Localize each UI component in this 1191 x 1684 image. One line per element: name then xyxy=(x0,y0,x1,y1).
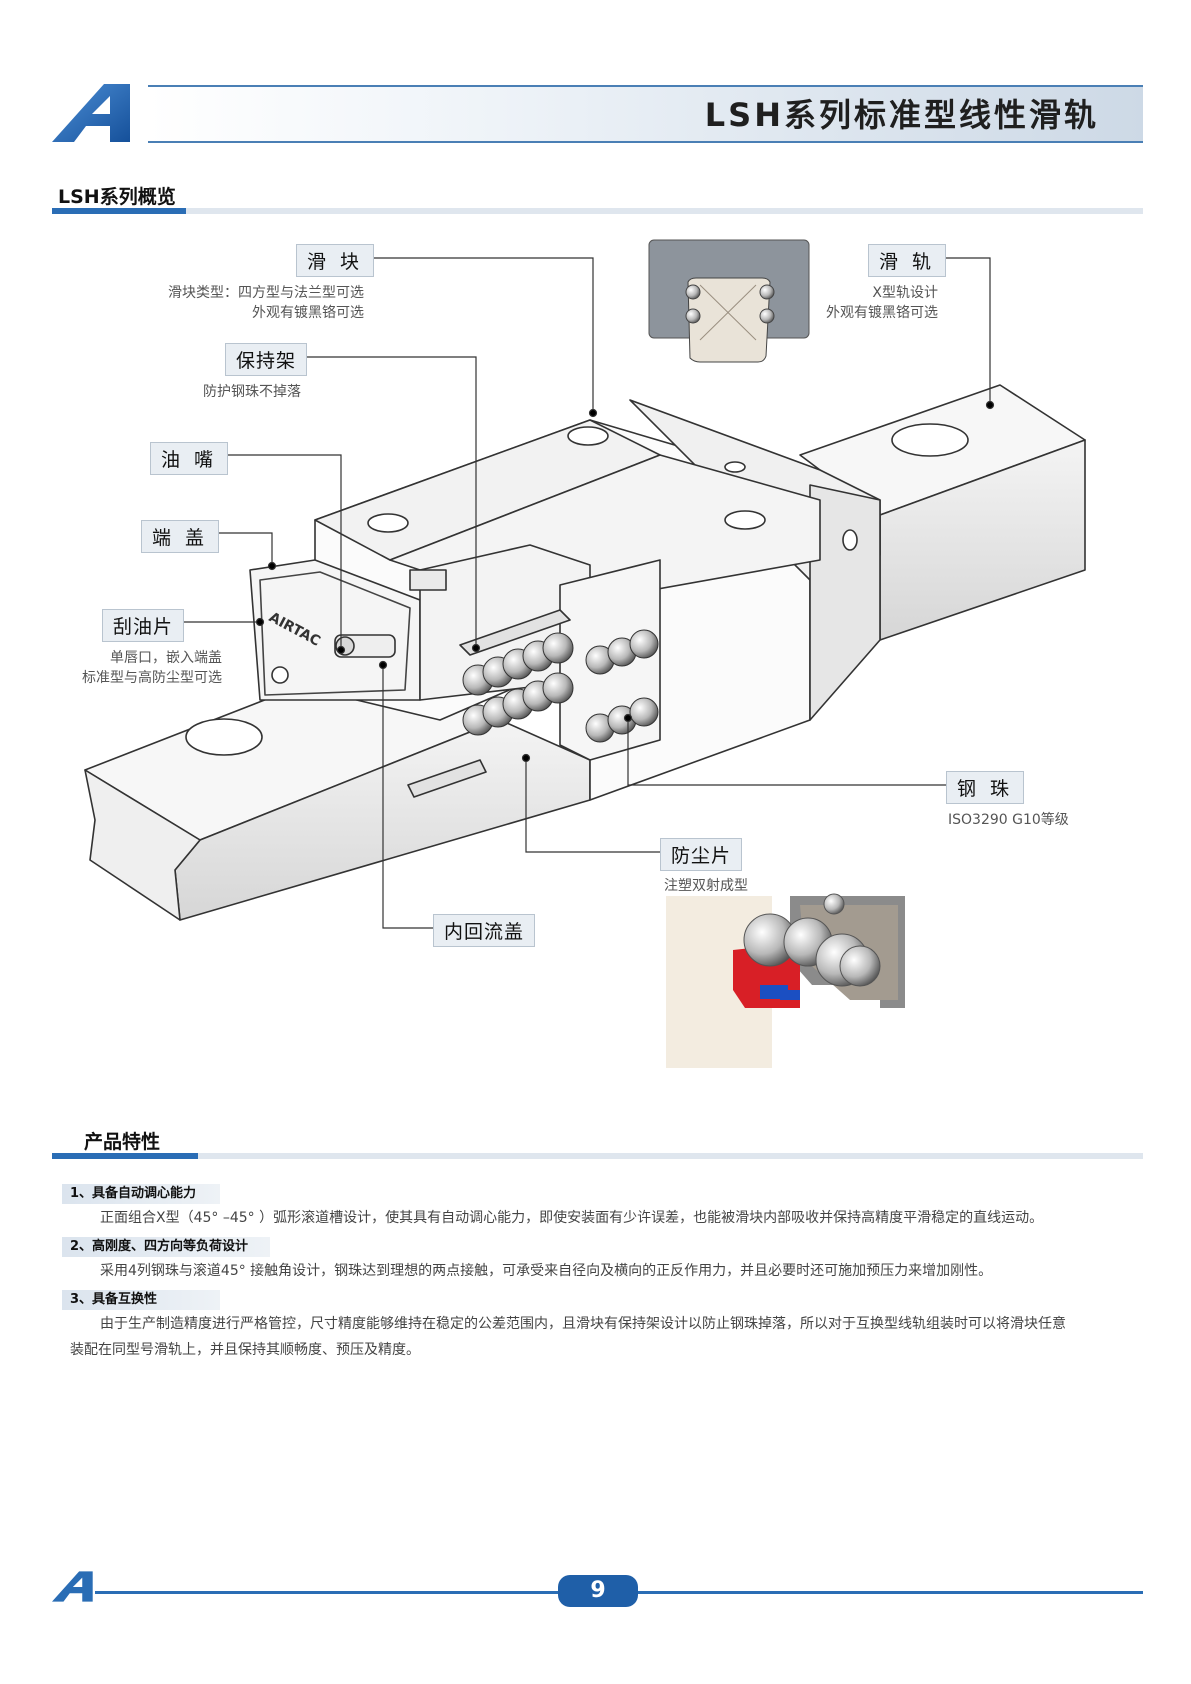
desc-dust-seal: 注塑双射成型 xyxy=(664,878,748,894)
leader-endcap xyxy=(203,532,273,566)
desc-scraper-1: 单唇口，嵌入端盖 xyxy=(110,650,222,666)
desc-slider-2: 外观有镀黑铬可选 xyxy=(252,305,364,321)
features-title: 产品特性 xyxy=(84,1131,161,1153)
feature-3-heading: 3、具备互换性 xyxy=(62,1290,220,1310)
dust-seal-detail-inset xyxy=(666,893,905,1068)
label-slider: 滑 块 xyxy=(296,244,375,277)
page-number: 9 xyxy=(558,1575,638,1607)
label-steel-balls: 钢 珠 xyxy=(946,771,1025,804)
overview-title: LSH系列概览 xyxy=(58,186,176,208)
leader-grease xyxy=(212,454,342,650)
desc-rail-2: 外观有镀黑铬可选 xyxy=(826,305,938,321)
feature-3-text-1: 由于生产制造精度进行严格管控，尺寸精度能够维持在稳定的公差范围内，且滑块有保持架… xyxy=(100,1316,1066,1332)
leader-retainer xyxy=(303,356,477,648)
desc-rail-1: X型轨设计 xyxy=(872,285,938,301)
feature-1-heading: 1、具备自动调心能力 xyxy=(62,1184,220,1204)
features-divider xyxy=(52,1153,1143,1159)
label-dust-seal: 防尘片 xyxy=(660,838,743,871)
leader-rail xyxy=(933,257,991,405)
desc-slider-1: 滑块类型：四方型与法兰型可选 xyxy=(168,285,364,301)
label-retainer: 保持架 xyxy=(225,343,308,376)
feature-2-text: 采用4列钢珠与滚道45° 接触角设计，钢珠达到理想的两点接触，可承受来自径向及横… xyxy=(100,1263,993,1279)
feature-2-heading: 2、高刚度、四方向等负荷设计 xyxy=(62,1237,270,1257)
overview-divider xyxy=(52,208,1143,214)
desc-scraper-2: 标准型与高防尘型可选 xyxy=(82,670,222,686)
brand-logo-icon xyxy=(52,84,130,142)
linear-guide-diagram: AIRTAC xyxy=(84,239,1086,1068)
header-bar: LSH系列标准型线性滑轨 xyxy=(148,85,1143,143)
desc-retainer: 防护钢珠不掉落 xyxy=(203,384,301,400)
feature-3-text-2: 装配在同型号滑轨上，并且保持其顺畅度、预压及精度。 xyxy=(70,1342,420,1358)
label-rail: 滑 轨 xyxy=(868,244,947,277)
feature-1-text: 正面组合X型（45° –45° ）弧形滚道槽设计，使其具有自动调心能力，即使安装… xyxy=(100,1210,1044,1226)
label-grease-nipple: 油 嘴 xyxy=(150,442,229,475)
leader-slider xyxy=(360,257,594,413)
desc-steel-balls: ISO3290 G10等级 xyxy=(948,812,1069,828)
rail-cross-section-inset xyxy=(648,239,810,363)
leader-balls xyxy=(627,718,946,786)
footer-logo-icon xyxy=(52,1571,93,1602)
leader-recirc xyxy=(382,665,433,929)
page-title: LSH系列标准型线性滑轨 xyxy=(704,96,1099,134)
label-scraper: 刮油片 xyxy=(102,609,185,642)
label-recirculation-cap: 内回流盖 xyxy=(433,914,536,947)
leader-dustseal xyxy=(525,758,660,853)
label-end-cap: 端 盖 xyxy=(141,520,220,553)
